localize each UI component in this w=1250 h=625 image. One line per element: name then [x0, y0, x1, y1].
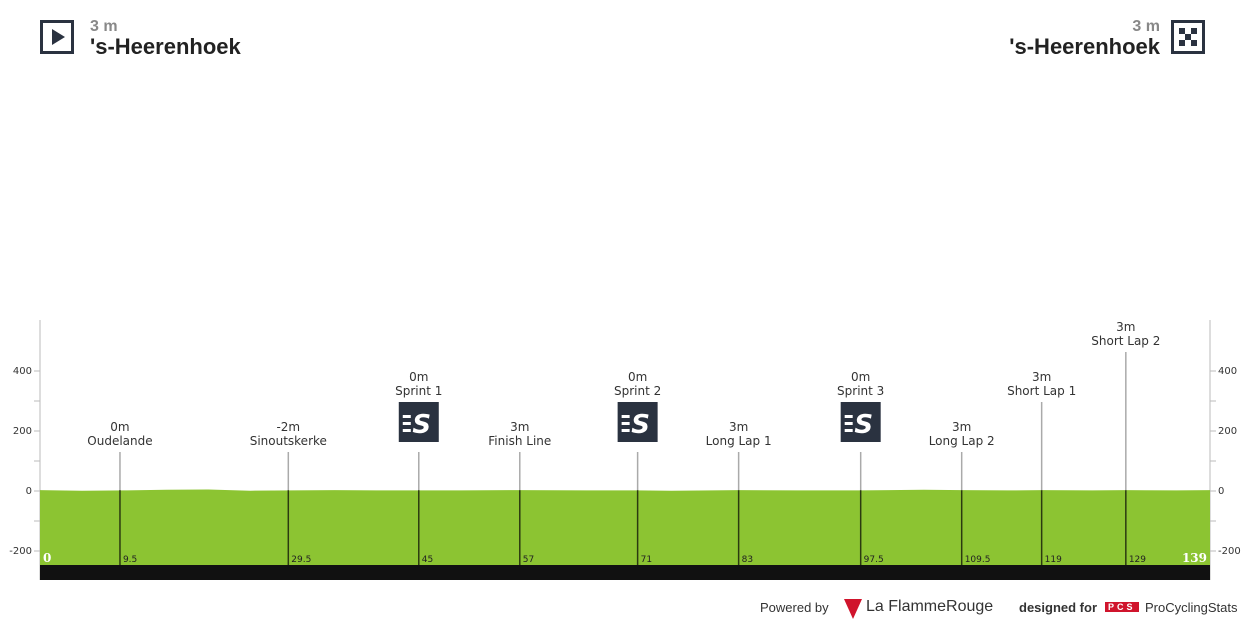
finish-altitude: 3 m	[1132, 18, 1160, 35]
sprint-icon-stripe	[621, 429, 630, 432]
y-tick-label-left: -200	[9, 546, 32, 557]
flamme-rouge-brand[interactable]: La FlammeRouge	[866, 598, 994, 615]
point-name: Sprint 2	[614, 384, 661, 398]
sprint-icon-stripe	[402, 415, 411, 418]
point-km-label: 29.5	[291, 555, 311, 565]
start-altitude: 3 m	[90, 18, 118, 35]
point-name: Sinoutskerke	[250, 434, 327, 448]
designed-for: designed for	[1019, 600, 1098, 615]
point-name: Sprint 1	[395, 384, 442, 398]
start-play-icon	[40, 20, 74, 54]
point-altitude: 0m	[409, 370, 428, 384]
sprint-icon-stripe	[402, 422, 411, 425]
sprint-icon-stripe	[621, 422, 630, 425]
point-altitude: 0m	[628, 370, 647, 384]
point-km-label: 119	[1045, 555, 1062, 565]
finish-header: 3 m 's-Heerenhoek	[1009, 18, 1160, 58]
point-km-label: 83	[742, 555, 753, 565]
point-name: Short Lap 2	[1091, 334, 1160, 348]
y-tick-label-right: 200	[1218, 426, 1237, 437]
point-altitude: 0m	[851, 370, 870, 384]
point-name: Sprint 3	[837, 384, 884, 398]
point-km-label: 97.5	[864, 555, 884, 565]
point-altitude: 3m	[1116, 320, 1135, 334]
sprint-icon-glyph: S	[631, 410, 650, 440]
point-altitude: 0m	[110, 420, 129, 434]
finish-name: 's-Heerenhoek	[1009, 34, 1160, 59]
sprint-icon-stripe	[621, 415, 630, 418]
point-name: Finish Line	[488, 434, 551, 448]
start-name: 's-Heerenhoek	[90, 34, 241, 59]
y-tick-label-right: 0	[1218, 486, 1224, 497]
profile-base-bar	[40, 565, 1210, 580]
y-tick-label-left: 200	[13, 426, 32, 437]
y-tick-label-right: 400	[1218, 366, 1237, 377]
point-km-label: 57	[523, 555, 534, 565]
procyclingstats-link[interactable]: ProCyclingStats	[1145, 600, 1238, 615]
pcs-badge: PCS	[1105, 602, 1139, 612]
point-name: Oudelande	[87, 434, 152, 448]
point-km-label: 9.5	[123, 555, 137, 565]
point-name: Long Lap 2	[929, 434, 995, 448]
point-name: Long Lap 1	[706, 434, 772, 448]
sprint-icon-stripe	[844, 429, 853, 432]
y-tick-label-right: -200	[1218, 546, 1241, 557]
point-altitude: 3m	[952, 420, 971, 434]
powered-by: Powered by	[760, 600, 829, 615]
point-km-label: 129	[1129, 555, 1146, 565]
km-end-label: 139	[1182, 551, 1207, 565]
y-tick-label-left: 400	[13, 366, 32, 377]
point-altitude: 3m	[510, 420, 529, 434]
point-km-label: 109.5	[965, 555, 991, 565]
sprint-icon-glyph: S	[412, 410, 431, 440]
km-start-label: 0	[43, 551, 51, 565]
point-km-label: 45	[422, 555, 433, 565]
elevation-profile-area	[40, 489, 1210, 565]
finish-flag-icon	[1171, 20, 1205, 54]
point-km-label: 71	[641, 555, 652, 565]
point-altitude: -2m	[276, 420, 300, 434]
sprint-icon-stripe	[844, 422, 853, 425]
point-altitude: 3m	[729, 420, 748, 434]
sprint-icon-glyph: S	[854, 410, 873, 440]
point-name: Short Lap 1	[1007, 384, 1076, 398]
sprint-icon-stripe	[402, 429, 411, 432]
y-tick-label-left: 0	[26, 486, 32, 497]
start-header: 3 m 's-Heerenhoek	[90, 18, 241, 58]
flamme-rouge-logo-icon	[844, 599, 862, 619]
sprint-icon-stripe	[844, 415, 853, 418]
point-altitude: 3m	[1032, 370, 1051, 384]
